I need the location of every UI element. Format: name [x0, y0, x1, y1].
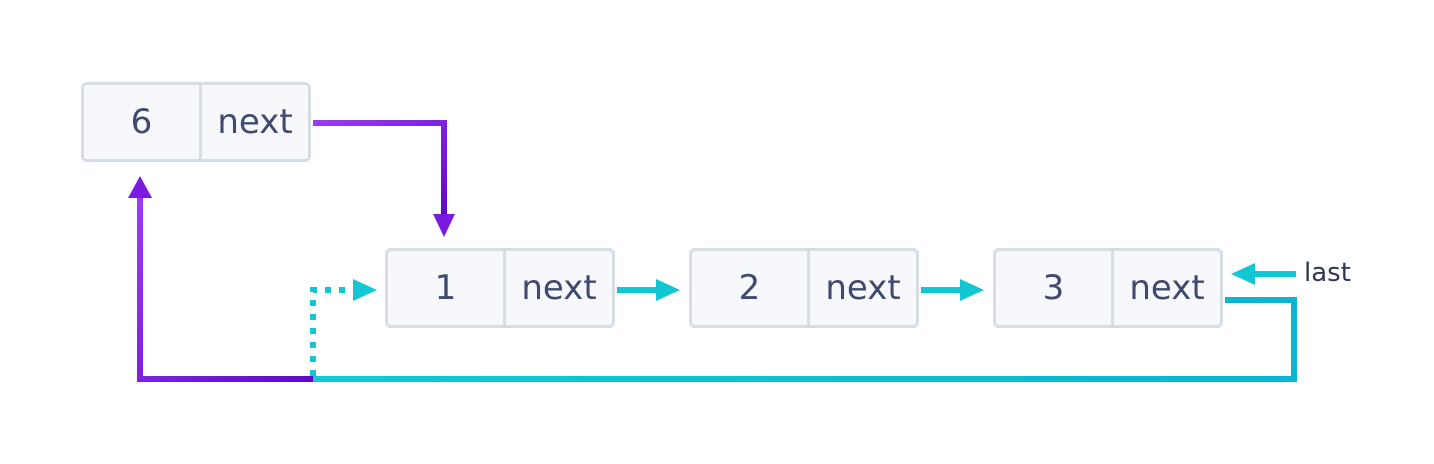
old-dotted-link — [310, 279, 377, 376]
node-next-pointer: next — [1129, 268, 1205, 308]
arrow-6-to-1 — [313, 120, 455, 237]
node-6: 6 next — [81, 82, 311, 162]
node-next-pointer: next — [521, 268, 597, 308]
node-3: 3 next — [993, 248, 1223, 328]
node-data: 2 — [692, 251, 810, 325]
node-1: 1 next — [385, 248, 615, 328]
arrow-to-node-6 — [128, 176, 313, 382]
node-next-pointer: next — [825, 268, 901, 308]
last-pointer-arrow — [1231, 263, 1296, 285]
node-data: 6 — [84, 85, 202, 159]
circular-link-line — [313, 297, 1297, 382]
last-label: last — [1304, 258, 1351, 288]
node-2: 2 next — [689, 248, 919, 328]
node-data: 1 — [388, 251, 506, 325]
arrow-1-to-2 — [617, 279, 680, 301]
node-next-pointer: next — [217, 102, 293, 142]
node-data: 3 — [996, 251, 1114, 325]
arrow-2-to-3 — [921, 279, 984, 301]
